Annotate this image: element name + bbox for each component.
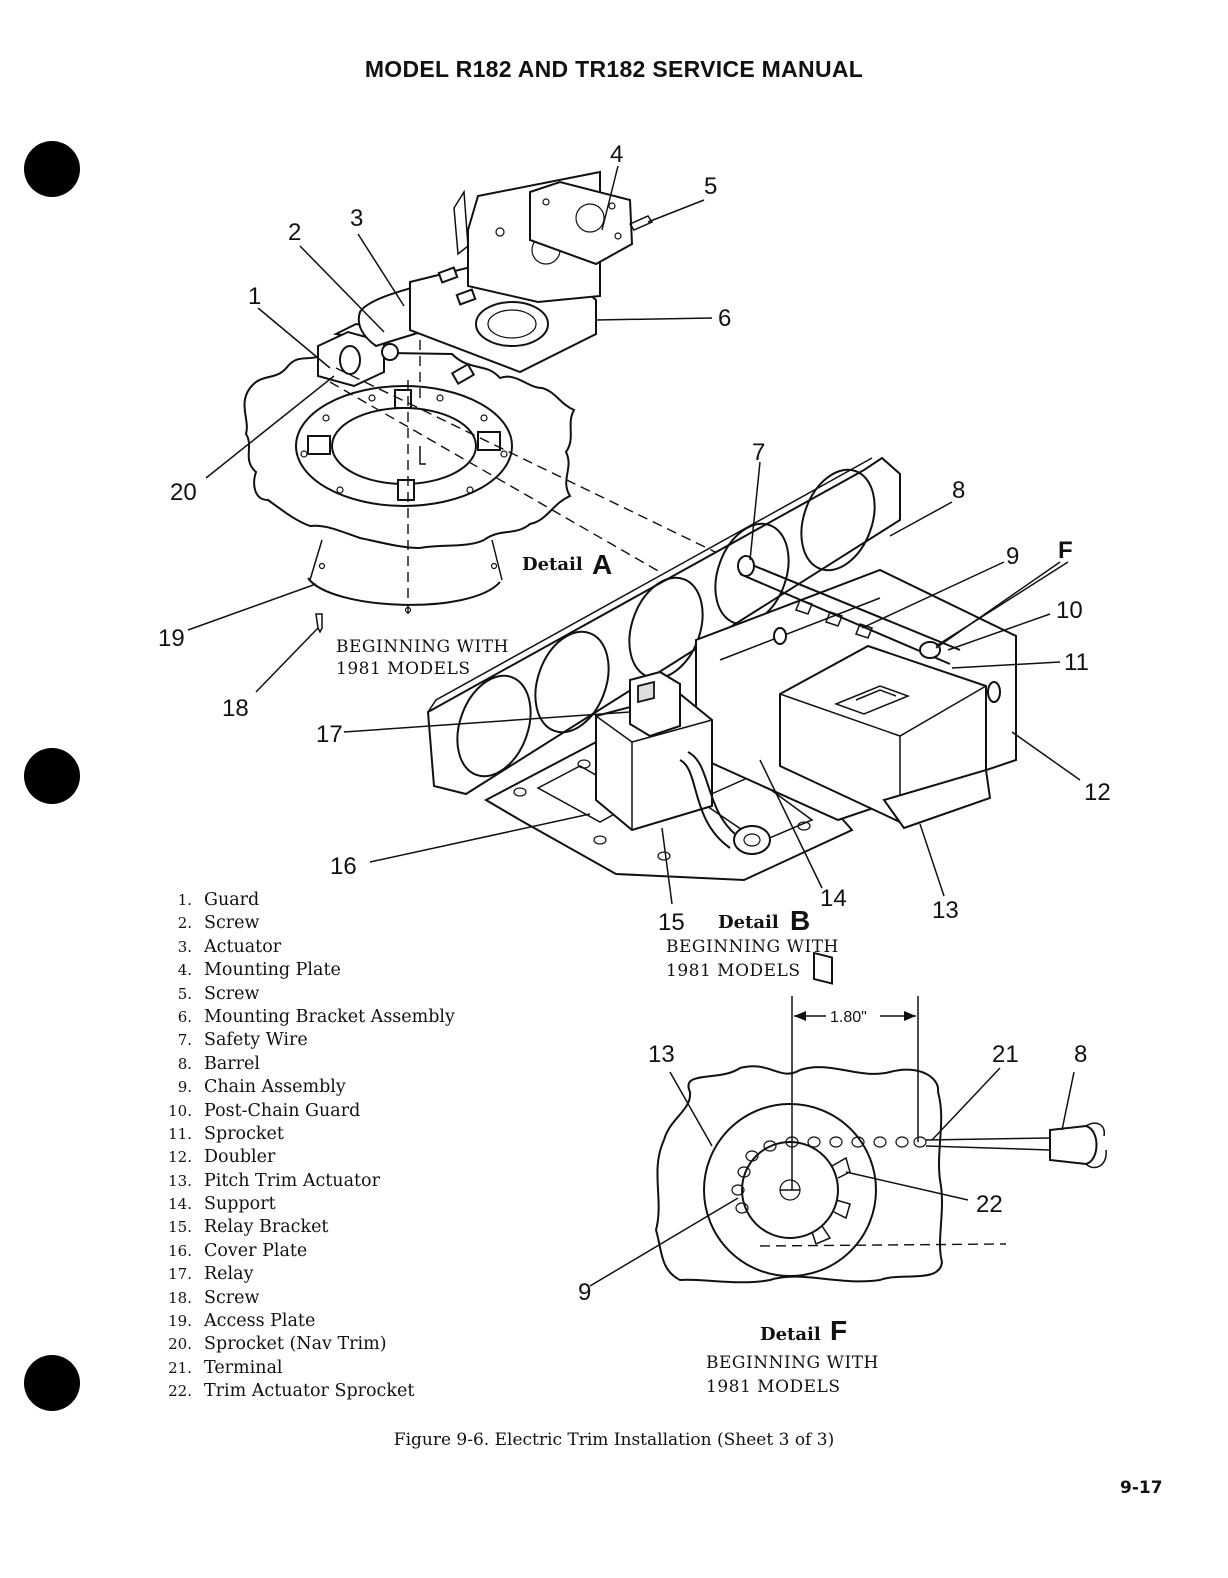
binder-hole-top: [24, 141, 80, 197]
legend-item: 19.Access Plate: [168, 1311, 316, 1332]
legend-item: 18.Screw: [168, 1287, 260, 1308]
detail-f-word: Detail: [760, 1324, 821, 1345]
legend-item: 1.Guard: [177, 890, 260, 910]
detail-a-letter: A: [592, 549, 612, 580]
legend-item: 14.Support: [168, 1194, 276, 1215]
callout-1: 1: [248, 283, 261, 310]
dimension-label: 1.80": [830, 1009, 867, 1026]
callout-f-pointer: F: [1058, 537, 1073, 564]
legend-item: 16.Cover Plate: [168, 1240, 308, 1261]
callout-11: 11: [1064, 649, 1089, 676]
legend-item: 4.Mounting Plate: [177, 960, 341, 981]
legend-item: 17.Relay: [168, 1264, 254, 1285]
callout-12: 12: [1084, 779, 1111, 806]
legend-item: 21.Terminal: [168, 1357, 283, 1378]
callout-4: 4: [610, 141, 623, 168]
detail-b-word: Detail: [718, 912, 779, 933]
callout-7: 7: [752, 439, 765, 466]
callout-8: 8: [952, 477, 965, 504]
callout-13: 13: [932, 897, 959, 924]
detail-f-note-line2: 1981 MODELS: [706, 1377, 841, 1397]
callout-5: 5: [704, 173, 717, 200]
page-title: MODEL R182 AND TR182 SERVICE MANUAL: [364, 56, 864, 82]
callout-15: 15: [658, 909, 685, 936]
detail-a-drawing: [243, 170, 741, 634]
detail-a-note-line1: BEGINNING WITH: [336, 637, 509, 657]
callout-20: 20: [170, 479, 197, 506]
detail-f-letter: F: [830, 1315, 847, 1346]
detail-b-note-line2: 1981 MODELS: [666, 961, 801, 981]
callout-18: 18: [222, 695, 249, 722]
detail-f-callout-21: 21: [992, 1041, 1019, 1068]
legend-item: 8.Barrel: [177, 1053, 260, 1074]
page-number: 9-17: [1120, 1478, 1163, 1498]
binder-hole-bottom: [24, 1355, 80, 1411]
legend-item: 10.Post-Chain Guard: [168, 1100, 361, 1121]
callout-10: 10: [1056, 597, 1083, 624]
figure-caption: Figure 9-6. Electric Trim Installation (…: [393, 1430, 835, 1450]
legend-item: 3.Actuator: [177, 936, 282, 957]
detail-a-note-line2: 1981 MODELS: [336, 659, 471, 679]
callout-2: 2: [288, 219, 301, 246]
legend-item: 15.Relay Bracket: [168, 1217, 329, 1238]
callout-6: 6: [718, 305, 731, 332]
legend-item: 20.Sprocket (Nav Trim): [168, 1334, 387, 1355]
detail-f-callout-22: 22: [976, 1191, 1003, 1218]
detail-b-note-line1: BEGINNING WITH: [666, 937, 839, 957]
callout-16: 16: [330, 853, 357, 880]
leader-f: [935, 561, 1061, 649]
detail-f-callout-9: 9: [578, 1279, 591, 1306]
legend-item: 5.Screw: [177, 983, 260, 1004]
detail-a-word: Detail: [522, 554, 583, 575]
detail-f-drawing: [654, 996, 1107, 1284]
legend-item: 2.Screw: [177, 913, 260, 934]
callout-19: 19: [158, 625, 185, 652]
legend-item: 9.Chain Assembly: [177, 1077, 346, 1098]
legend-item: 7.Safety Wire: [177, 1030, 308, 1051]
callout-3: 3: [350, 205, 363, 232]
legend-item: 22.Trim Actuator Sprocket: [168, 1381, 415, 1402]
callout-9: 9: [1006, 543, 1019, 570]
detail-f-callout-8: 8: [1074, 1041, 1087, 1068]
binder-hole-middle: [24, 748, 80, 804]
legend-item: 13.Pitch Trim Actuator: [168, 1170, 380, 1191]
detail-b-drawing: [426, 456, 1017, 985]
detail-f-note-line1: BEGINNING WITH: [706, 1353, 879, 1373]
detail-b-letter: B: [790, 905, 810, 936]
legend-item: 11.Sprocket: [168, 1123, 284, 1144]
callout-14: 14: [820, 885, 847, 912]
legend-item: 6.Mounting Bracket Assembly: [177, 1006, 455, 1027]
leader-lines: [187, 165, 1081, 1287]
callout-17: 17: [316, 721, 343, 748]
parts-legend: 1.Guard 2.Screw 3.Actuator 4.Mounting Pl…: [150, 889, 550, 1404]
legend-item: 12.Doubler: [168, 1147, 276, 1168]
detail-f-callout-13: 13: [648, 1041, 675, 1068]
